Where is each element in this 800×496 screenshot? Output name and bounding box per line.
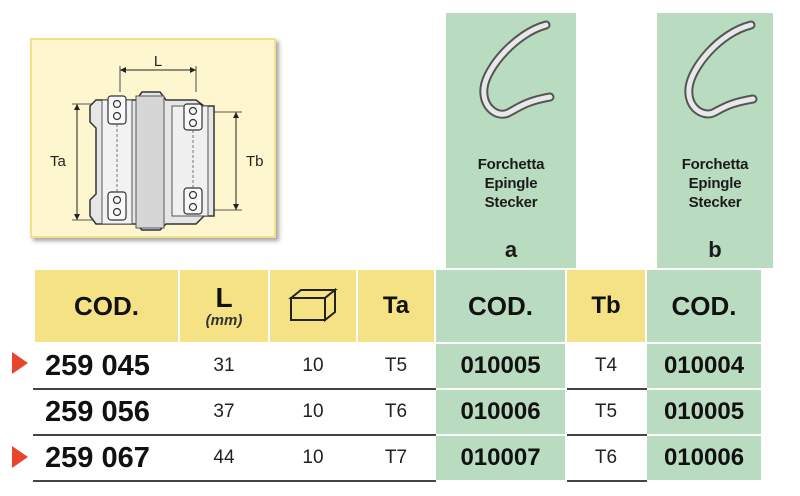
row-tb: T4 (565, 342, 647, 390)
row-marker-icon-1 (12, 352, 28, 374)
table-row: 259 045 31 10 T5 010005 T4 010004 (33, 342, 763, 390)
pin-a-caption-1: Forchetta (477, 156, 545, 173)
label-Ta: Ta (50, 153, 67, 170)
pin-a-caption-3: Stecker (484, 194, 538, 211)
header-cod-a: COD. (434, 268, 567, 344)
row-cod-b: 010005 (645, 388, 763, 436)
row-marker-icon-3 (12, 446, 28, 468)
header-ta: Ta (356, 268, 436, 344)
row-cod-b: 010006 (645, 434, 763, 482)
row-quantity: 10 (268, 388, 358, 436)
coupling-drawing: L Ta Tb (50, 53, 264, 231)
row-length: 37 (178, 388, 270, 436)
pin-panel-b: Forchetta Epingle Stecker b (657, 13, 773, 268)
pin-b-caption-3: Stecker (688, 194, 742, 211)
dimension-diagram: L Ta Tb (30, 38, 276, 238)
row-cod: 259 045 (33, 342, 180, 390)
pin-a-letter: a (504, 237, 518, 262)
table-row: 259 056 37 10 T6 010006 T5 010005 (33, 388, 763, 436)
pin-a-caption-2: Epingle (484, 175, 538, 192)
row-cod-b: 010004 (645, 342, 763, 390)
pin-b-letter: b (708, 237, 722, 262)
header-length-label: L (215, 281, 233, 313)
row-cod-a: 010005 (434, 342, 567, 390)
header-box-icon (268, 268, 358, 344)
row-tb: T6 (565, 434, 647, 482)
table-row: 259 067 44 10 T7 010007 T6 010006 (33, 434, 763, 482)
header-cod: COD. (33, 268, 180, 344)
hairpin-b-icon (684, 20, 758, 119)
label-Tb: Tb (246, 153, 264, 170)
header-length: L (mm) (178, 268, 270, 344)
spec-table: COD. L (mm) Ta COD. Tb COD. 259 045 31 1… (33, 268, 763, 482)
row-ta: T5 (356, 342, 436, 390)
box-icon (288, 287, 338, 322)
row-cod-a: 010006 (434, 388, 567, 436)
row-ta: T6 (356, 388, 436, 436)
pin-b-caption-2: Epingle (688, 175, 742, 192)
row-length: 31 (178, 342, 270, 390)
row-ta: T7 (356, 434, 436, 482)
table-header-row: COD. L (mm) Ta COD. Tb COD. (33, 268, 763, 344)
header-length-unit: (mm) (205, 311, 243, 329)
header-tb: Tb (565, 268, 647, 344)
pin-panel-a: Forchetta Epingle Stecker a (446, 13, 576, 268)
row-length: 44 (178, 434, 270, 482)
row-quantity: 10 (268, 434, 358, 482)
row-cod-a: 010007 (434, 434, 567, 482)
row-tb: T5 (565, 388, 647, 436)
row-cod: 259 067 (33, 434, 180, 482)
row-cod: 259 056 (33, 388, 180, 436)
label-L: L (154, 53, 162, 70)
hairpin-a-icon (479, 20, 555, 119)
row-quantity: 10 (268, 342, 358, 390)
header-cod-b: COD. (645, 268, 763, 344)
pin-b-caption-1: Forchetta (681, 156, 749, 173)
